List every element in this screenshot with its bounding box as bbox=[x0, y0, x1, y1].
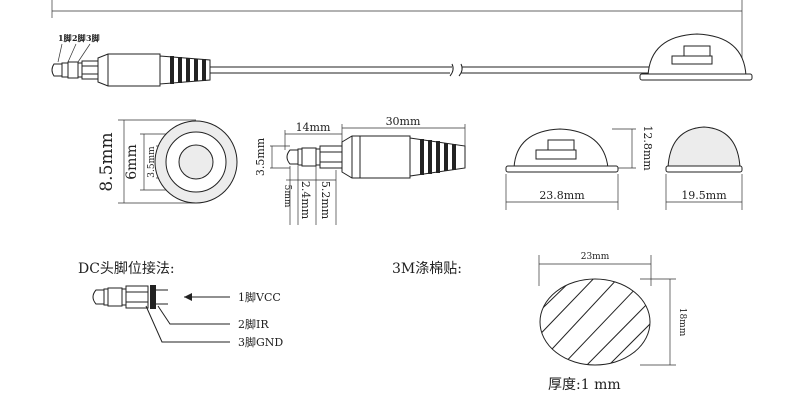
ir-leader bbox=[157, 305, 230, 325]
pin-label-3: 3脚 bbox=[86, 33, 100, 43]
pin-label-2: 2脚 bbox=[72, 33, 86, 43]
inner-dim-label: 3.5mm bbox=[147, 146, 157, 178]
foam-title: 3M涤棉贴: bbox=[392, 260, 462, 277]
pin-label-1: 1脚 bbox=[58, 33, 72, 43]
outer-dim-label: 8.5mm bbox=[97, 132, 117, 191]
pin-pointer-3 bbox=[77, 43, 91, 63]
pin-pointer-2 bbox=[67, 43, 77, 63]
top-cable-assembly: 1脚 2脚 3脚 bbox=[51, 0, 753, 87]
width-front-label: 19.5mm bbox=[681, 189, 727, 202]
gnd-leader bbox=[145, 305, 230, 343]
receiver-side-view: 23.8mm 12.8mm bbox=[505, 125, 654, 210]
pin-wiring-section: DC头脚位接法: 1脚VCC 2脚IR 3脚GND bbox=[78, 260, 283, 349]
pin-section-title: DC头脚位接法: bbox=[78, 260, 175, 277]
pin2-label: 2脚IR bbox=[238, 317, 269, 331]
pin3-label: 3脚GND bbox=[238, 335, 283, 349]
width-side-label: 23.8mm bbox=[539, 189, 585, 202]
foam-pad bbox=[539, 278, 651, 366]
foam-section: 3M涤棉贴: 23mm 18mm 厚度:1 mm bbox=[392, 252, 687, 393]
dim-30-label: 30mm bbox=[386, 115, 421, 128]
pin1-label: 1脚VCC bbox=[238, 290, 281, 304]
dim-35-label: 3.5mm bbox=[254, 137, 267, 176]
top-receiver-dome bbox=[639, 33, 753, 81]
pin-pointer-1 bbox=[57, 43, 63, 63]
receiver-front-view: 19.5mm bbox=[665, 126, 743, 210]
foam-hatching bbox=[540, 279, 650, 365]
dim-24-label: 2.4mm bbox=[299, 181, 312, 220]
front-view: 8.5mm 6mm 3.5mm bbox=[97, 119, 238, 204]
cable-break-2 bbox=[458, 63, 463, 77]
inner-ring bbox=[178, 144, 214, 180]
pin-plug-flange bbox=[150, 285, 156, 309]
plug-side-view: 14mm 30mm 3.5mm bbox=[254, 115, 466, 225]
side-ribs bbox=[420, 139, 456, 175]
strain-relief-ribs bbox=[170, 56, 206, 84]
dim-14-label: 14mm bbox=[296, 121, 331, 134]
foam-width-label: 23mm bbox=[581, 252, 610, 262]
height-label: 12.8mm bbox=[641, 125, 654, 171]
dim-5-label: 5mm bbox=[282, 185, 292, 208]
dim-52-label: 5.2mm bbox=[319, 181, 332, 220]
top-jack-plug bbox=[51, 53, 211, 87]
mid-dim-label: 6mm bbox=[124, 144, 140, 179]
foam-thickness-label: 厚度:1 mm bbox=[548, 377, 621, 393]
foam-height-label: 18mm bbox=[677, 308, 687, 337]
cable-break-1 bbox=[449, 63, 454, 77]
